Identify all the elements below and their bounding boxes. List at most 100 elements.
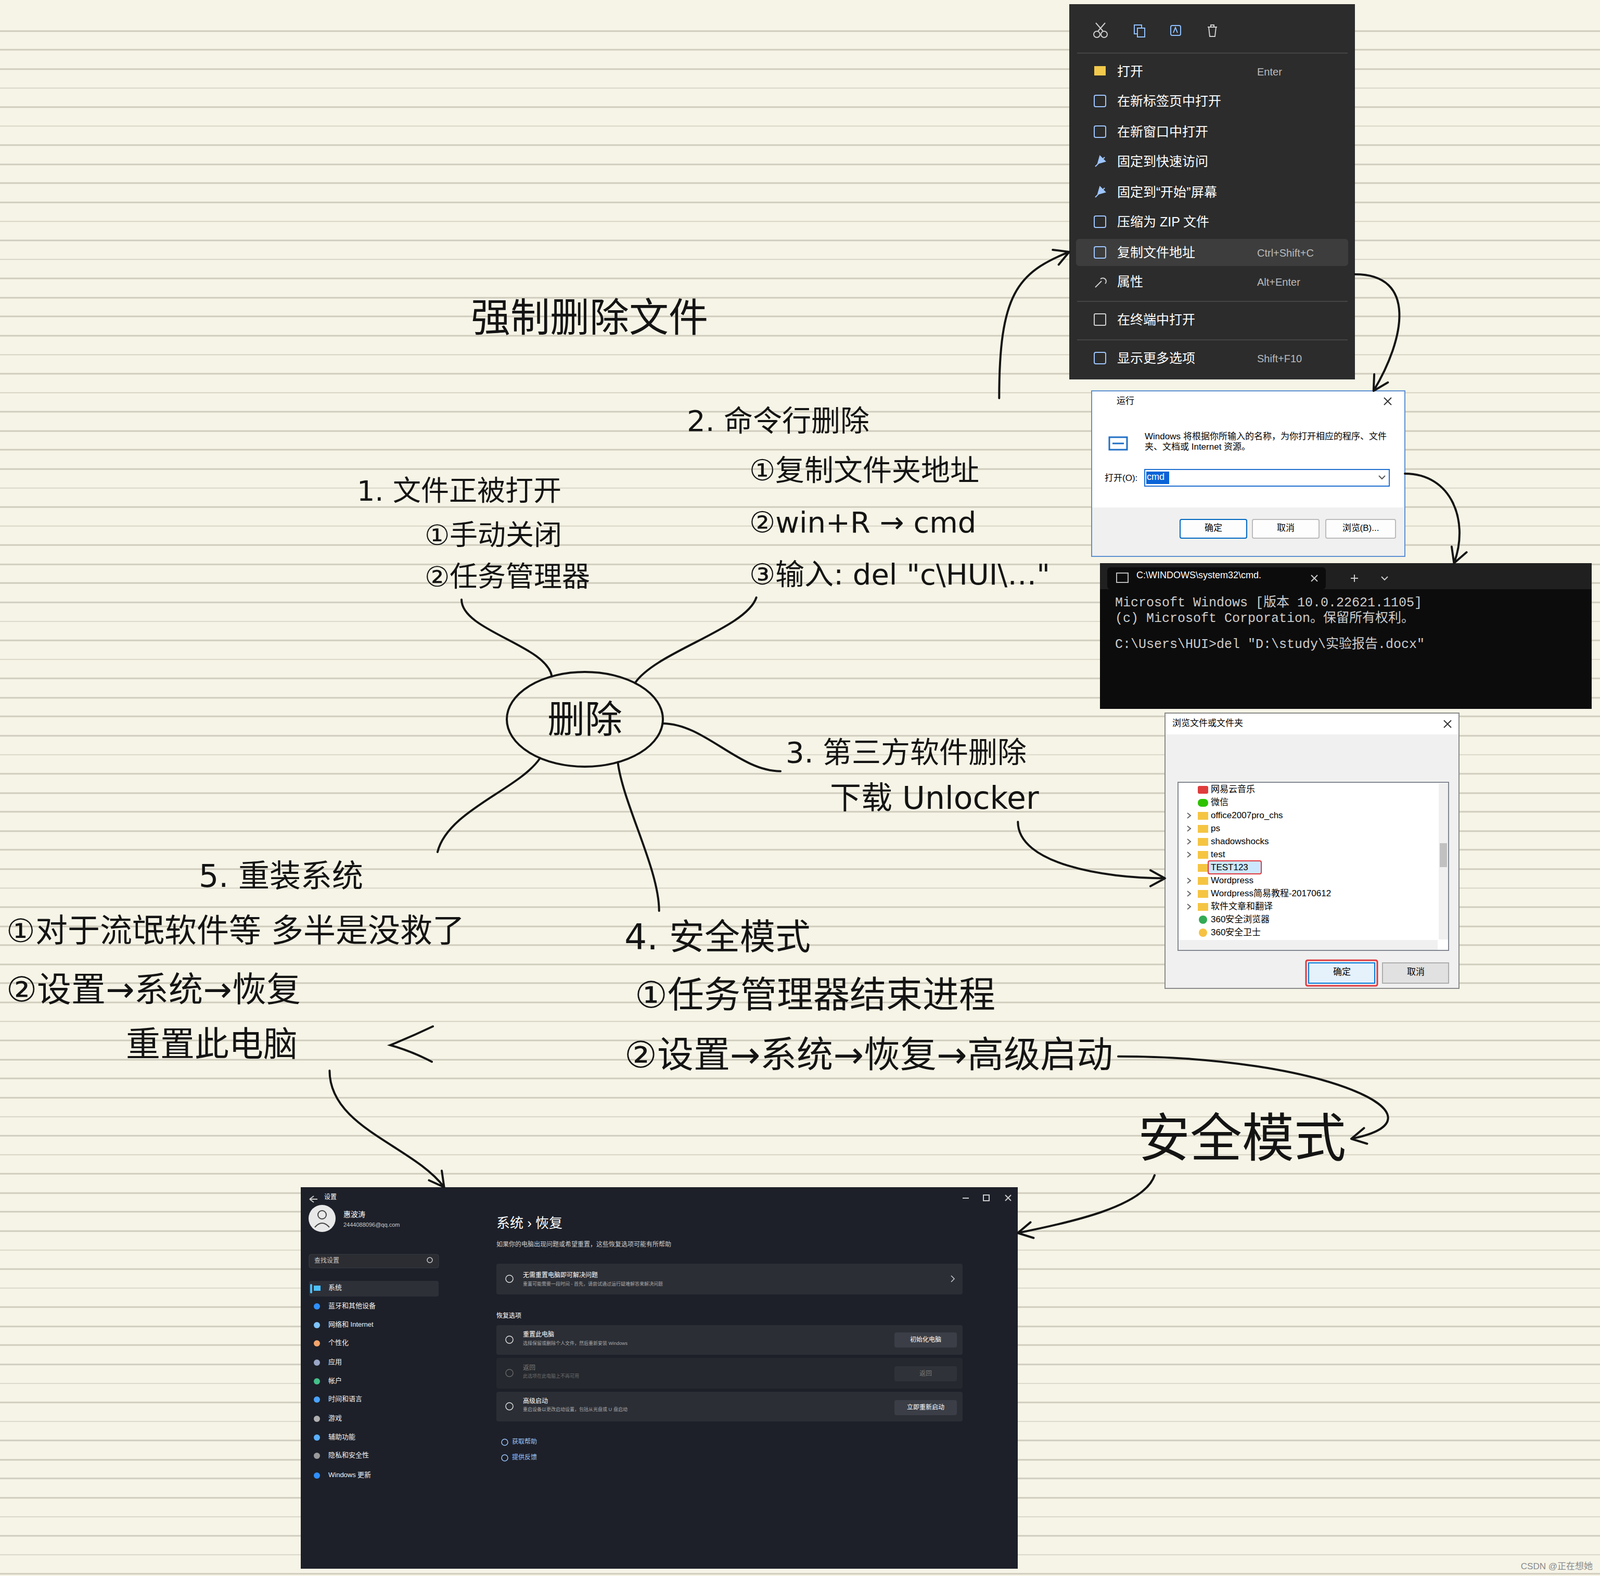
terminal-text: C:\Users\HUI>del "D:\study\实验报告.docx" <box>1115 636 1425 653</box>
dialog-text: test <box>1210 849 1225 860</box>
button <box>1252 519 1320 539</box>
rename-icon <box>1170 25 1181 36</box>
handwritten-note: 安全模式 <box>1137 1107 1347 1170</box>
pin-icon <box>1095 186 1106 198</box>
folder-icon <box>1197 811 1209 820</box>
mindmap-branch-line <box>437 758 541 853</box>
nav-icon <box>313 1359 320 1366</box>
card-icon <box>505 1402 514 1410</box>
button <box>894 1365 957 1381</box>
handwritten-note: ②设置→系统→恢复 <box>6 968 301 1010</box>
folder-icon <box>1197 824 1209 833</box>
dialog-text: ps <box>1210 823 1221 834</box>
mindmap-branch-line <box>662 723 781 772</box>
topic-text: 删除 <box>547 696 623 742</box>
watermark: CSDN @正在想她 <box>1520 1560 1593 1572</box>
dropdown-icon <box>1378 475 1386 479</box>
menu-separator <box>1077 339 1348 341</box>
tab <box>1107 567 1326 590</box>
menu-highlight <box>1076 238 1349 266</box>
handwritten-note: 重置此电脑 <box>125 1023 298 1065</box>
handwritten-note: 3. 第三方软件删除 <box>785 734 1027 770</box>
nav-icon <box>313 1452 320 1459</box>
app-icon <box>1198 928 1208 937</box>
branch-note: 4. 安全模式①任务管理器结束进程②设置→系统→恢复→高级启动 <box>619 910 1119 1082</box>
menu-item-label: Alt+Enter <box>1257 275 1301 289</box>
button <box>894 1332 957 1348</box>
nav-icon <box>313 1472 320 1479</box>
window-control <box>983 1194 990 1201</box>
browse-dialog-screenshot: 浏览文件或文件夹网易云音乐微信office2007pro_chspsshadow… <box>1165 712 1459 989</box>
title-bar <box>1165 713 1459 735</box>
avatar <box>314 1222 330 1227</box>
settings-text: Windows 更新 <box>328 1470 371 1479</box>
ellipse-outline <box>506 671 663 767</box>
run-dialog-screenshot: 运行 Windows 将根据你所输入的名称，为你打开相应的程序、文件夹、文档或 I… <box>1091 390 1405 557</box>
settings-text: 重启设备以更改启动设置，包括从光盘或 U 盘启动 <box>522 1406 628 1413</box>
settings-text: 2444088096@qq.com <box>343 1221 400 1228</box>
dialog-text: Windows 将根据你所输入的名称，为你打开相应的程序、文件夹、文档或 Int… <box>1144 431 1390 453</box>
settings-text: 初始化电脑 <box>894 1335 957 1343</box>
handwritten-note: ①手动关闭 <box>424 518 562 553</box>
close-icon <box>1384 397 1392 405</box>
settings-text: 恢复选项 <box>496 1311 522 1320</box>
scroll-thumb <box>1439 842 1448 867</box>
folder-icon <box>1094 66 1106 76</box>
scrollbar <box>1178 939 1438 950</box>
button <box>894 1399 957 1415</box>
dialog-text: 打开(O): <box>1104 472 1138 484</box>
dialog-text: 360安全卫士 <box>1210 927 1261 938</box>
nav-icon <box>313 1415 320 1422</box>
handwritten-note: 1. 文件正被打开 <box>356 474 562 509</box>
menu-item-label: 属性 <box>1117 273 1144 290</box>
menu-item-label: 在新窗口中打开 <box>1117 123 1209 140</box>
handwritten-note: ①对于流氓软件等 多半是没救了 <box>6 911 465 951</box>
hand-drawn-arrow <box>999 249 1070 399</box>
handwritten-note: 下载 Unlocker <box>829 778 1040 817</box>
nav-icon <box>313 1285 321 1291</box>
dialog-text: 运行 <box>1116 395 1135 407</box>
close-icon <box>1311 574 1318 582</box>
settings-text: 返回 <box>522 1363 536 1372</box>
close-icon <box>1443 720 1452 728</box>
settings-text: 蓝牙和其他设备 <box>328 1301 376 1310</box>
menu-item-label: 在终端中打开 <box>1117 311 1196 328</box>
nav-icon <box>313 1302 320 1310</box>
nav-icon <box>313 1321 320 1328</box>
dialog-text: 浏览(B)... <box>1325 522 1396 534</box>
settings-text: 系统 <box>328 1283 342 1292</box>
settings-text: 提供反馈 <box>512 1453 537 1461</box>
menu-separator <box>1077 52 1348 54</box>
tab-bar <box>1099 562 1592 590</box>
settings-text: 返回 <box>894 1369 957 1377</box>
dialog-text: 网易云音乐 <box>1210 784 1256 795</box>
menu-item-label: 打开 <box>1117 63 1144 80</box>
cut-icon <box>1093 31 1100 38</box>
selection <box>1208 860 1262 874</box>
back-icon <box>309 1195 318 1202</box>
avatar <box>308 1204 336 1232</box>
cut-icon <box>1101 31 1108 38</box>
hand-drawn-arrow <box>1017 1174 1155 1238</box>
delete-icon <box>1207 24 1218 37</box>
settings-text: 无需重置电脑即可解决问题 <box>522 1271 598 1279</box>
folder-icon <box>1197 876 1209 885</box>
handwritten-note: 5. 重装系统 <box>198 856 364 895</box>
nav-indicator <box>310 1283 313 1294</box>
pin-icon <box>1095 156 1106 167</box>
nav-icon <box>313 1339 320 1347</box>
settings-text: 设置 <box>324 1193 337 1201</box>
diagram-title: 强制删除文件 <box>470 293 709 342</box>
settings-text: 时间和语言 <box>328 1394 363 1403</box>
dialog-text: 浏览文件或文件夹 <box>1172 718 1244 729</box>
zip-icon <box>1094 215 1106 228</box>
nav-icon <box>313 1396 320 1403</box>
run-icon <box>1109 437 1128 450</box>
window-control <box>1005 1194 1011 1201</box>
dialog-text: 软件文章和翻译 <box>1210 901 1273 912</box>
menu-icon <box>1094 125 1106 138</box>
dialog-text: 确定 <box>1308 966 1375 978</box>
nav-highlight <box>309 1280 439 1297</box>
